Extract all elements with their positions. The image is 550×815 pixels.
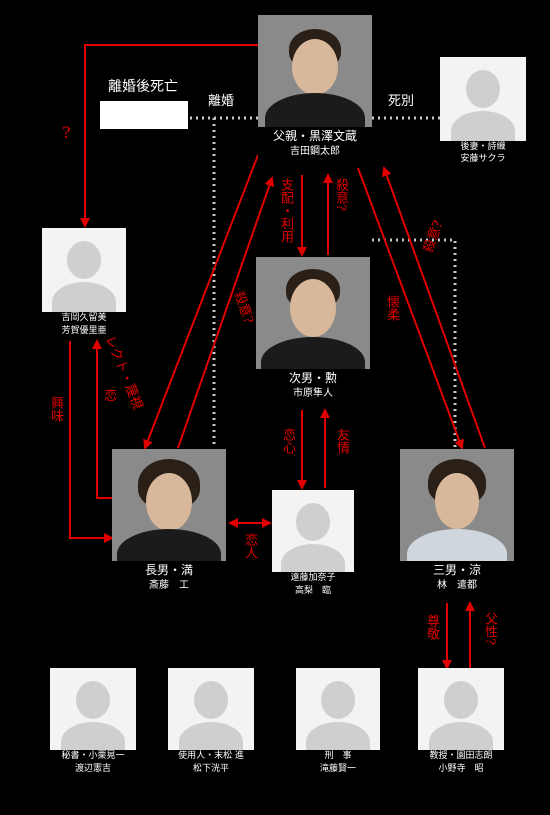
- actor-name: 市原隼人: [293, 388, 333, 399]
- character-role: 秘書・小栗晃一: [61, 751, 125, 761]
- paternal-label: 父性?: [482, 612, 497, 645]
- character-second-wife: 後妻・詩織 安藤サクラ: [440, 57, 526, 165]
- bereaved-label: 死別: [388, 94, 415, 109]
- character-father: 父親・黒澤文蔵 吉田鋼太郎: [258, 15, 372, 159]
- appease-label: 懐柔: [384, 295, 399, 321]
- kanako-photo: [272, 490, 354, 572]
- actor-name: 渡辺憲吉: [74, 764, 111, 774]
- question-arrow: [80, 44, 258, 228]
- detective-photo: [296, 668, 380, 750]
- character-jiro: 次男・勲 市原隼人: [256, 257, 370, 401]
- character-detective: 刑 事 滝藤賢一: [296, 668, 380, 775]
- former-wife-box: [100, 101, 188, 129]
- appease-arrow: [357, 167, 464, 450]
- character-eldest: 長男・満 斎藤 工: [112, 449, 226, 593]
- second-wife-photo: [440, 57, 526, 141]
- murder-eldest-arrow: [177, 176, 275, 449]
- respect-label: 尊敬: [424, 614, 439, 640]
- character-professor: 教授・園田志朗 小野寺 昭: [418, 668, 504, 775]
- murder-intent-2-label: 殺意?: [333, 178, 348, 211]
- interest-label: 興味: [48, 396, 63, 422]
- character-servant: 使用人・末松 進 松下洸平: [168, 668, 254, 775]
- actor-name: 松下洸平: [192, 764, 229, 774]
- divorce-death-label: 離婚後死亡: [108, 79, 178, 95]
- wife-third-line: [372, 238, 457, 448]
- actor-name: 芳賀優里亜: [61, 326, 107, 336]
- character-role: 遠藤加奈子: [290, 573, 336, 583]
- lover-label: 恋人: [242, 533, 257, 559]
- actor-name: 高梨 臨: [294, 586, 331, 596]
- actor-name: 斎藤 工: [149, 580, 189, 591]
- character-kuryumi: 吉岡久留美 芳賀優里亜: [42, 228, 126, 337]
- father-photo: [258, 15, 372, 127]
- interest-arrow: [69, 341, 114, 543]
- actor-name: 小野寺 昭: [438, 764, 484, 774]
- divorce-label: 離婚: [208, 94, 235, 109]
- character-third: 三男・涼 林 遣都: [400, 449, 514, 593]
- love-1-label: 恋: [104, 389, 118, 404]
- friendship-label: 友情: [334, 428, 349, 454]
- character-role: 後妻・詩織: [460, 142, 506, 152]
- question-label: ?: [62, 123, 71, 142]
- character-role: 使用人・末松 進: [178, 751, 244, 761]
- character-role: 三男・涼: [432, 563, 481, 577]
- character-secretary: 秘書・小栗晃一 渡辺憲吉: [50, 668, 136, 775]
- character-role: 刑 事: [324, 751, 352, 761]
- actor-name: 滝藤賢一: [319, 764, 356, 774]
- love-heart-label: 恋心: [280, 428, 295, 454]
- kuryumi-photo: [42, 228, 126, 312]
- secretary-photo: [50, 668, 136, 750]
- third-photo: [400, 449, 514, 561]
- eldest-photo: [112, 449, 226, 561]
- character-role: 父親・黒澤文蔵: [272, 129, 357, 143]
- character-role: 次男・勲: [288, 371, 337, 385]
- character-role: 教授・園田志朗: [429, 751, 493, 761]
- character-kanako: 遠藤加奈子 高梨 臨: [272, 490, 354, 597]
- actor-name: 吉田鋼太郎: [290, 146, 340, 157]
- jiro-photo: [256, 257, 370, 369]
- actor-name: 林 遣都: [437, 580, 477, 591]
- character-role: 長男・満: [144, 563, 193, 577]
- character-role: 吉岡久留美: [61, 313, 107, 323]
- professor-photo: [418, 668, 504, 750]
- murder-third-arrow: [382, 166, 486, 449]
- love-up-arrow: [92, 339, 112, 499]
- servant-photo: [168, 668, 254, 750]
- neglect-arrow: [143, 154, 259, 450]
- actor-name: 安藤サクラ: [460, 154, 506, 164]
- control-label: 支配・利用: [278, 178, 293, 243]
